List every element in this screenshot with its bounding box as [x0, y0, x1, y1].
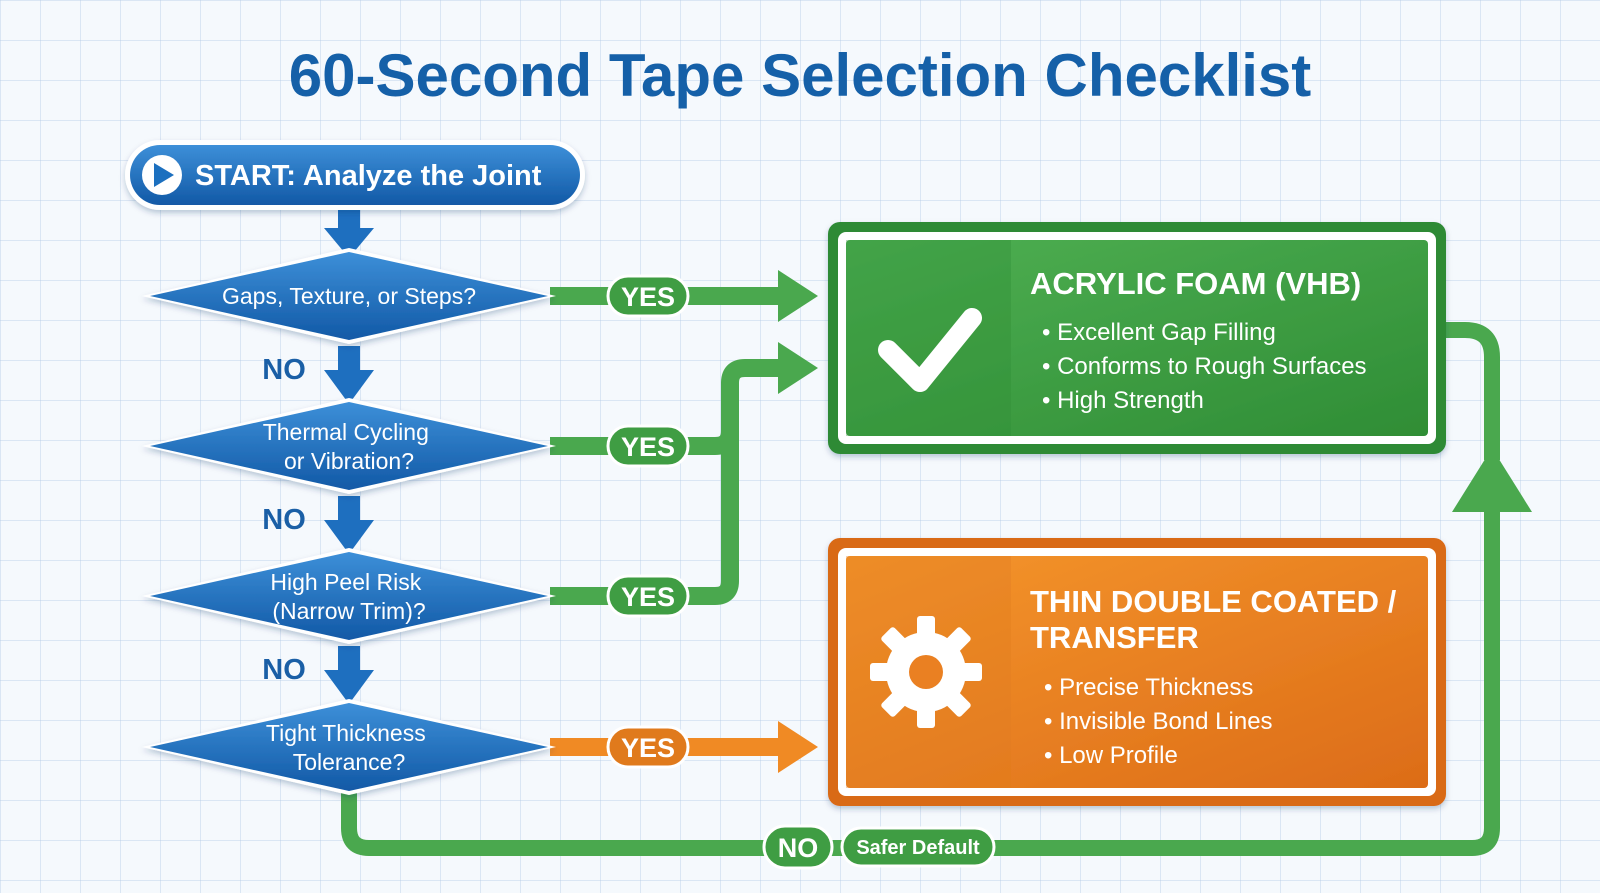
acrylic-bullet-1-text: Excellent Gap Filling: [1057, 319, 1276, 346]
no-label-2: NO: [262, 504, 306, 536]
acrylic-bullet-3-text: High Strength: [1057, 387, 1204, 414]
decision-2-line-2: or Vibration?: [284, 448, 414, 474]
result-acrylic-foam: ACRYLIC FOAM (VHB) • Excellent Gap Filli…: [828, 222, 1446, 454]
no-label-1: NO: [262, 354, 306, 386]
checkmark-icon: [878, 308, 982, 392]
result-thin-double-coated: THIN DOUBLE COATED / TRANSFER • Precise …: [828, 538, 1446, 806]
decision-3-line-2: (Narrow Trim)?: [272, 598, 425, 624]
thin-title: THIN DOUBLE COATED / TRANSFER: [1030, 584, 1405, 655]
down-arrow-2: [324, 496, 374, 554]
acrylic-bullet-1: • Excellent Gap Filling: [1042, 319, 1276, 346]
thin-bullet-3-text: Low Profile: [1059, 742, 1178, 769]
decision-3-text: High Peel Risk (Narrow Trim)?: [270, 569, 427, 624]
yes-badge-1-label: YES: [621, 282, 675, 312]
start-node: START: Analyze the Joint: [125, 140, 585, 210]
gear-icon: [870, 616, 982, 728]
safer-default-badge: Safer Default: [840, 826, 996, 868]
yes-badge-3: YES: [606, 574, 690, 618]
decision-4: Tight Thickness Tolerance?: [142, 699, 556, 795]
decision-4-line-2: Tolerance?: [293, 749, 406, 775]
acrylic-title: ACRYLIC FOAM (VHB): [1030, 266, 1361, 301]
down-arrows: [324, 206, 374, 704]
decision-1: Gaps, Texture, or Steps?: [142, 248, 556, 344]
yes-badge-2-label: YES: [621, 432, 675, 462]
yes-badge-3-label: YES: [621, 582, 675, 612]
no-label-3: NO: [262, 654, 306, 686]
yes-badge-2: YES: [606, 424, 690, 468]
decision-3-line-1: High Peel Risk: [270, 569, 421, 595]
decision-4-text: Tight Thickness Tolerance?: [266, 720, 432, 775]
down-arrow-start: [324, 206, 374, 258]
decision-4-line-1: Tight Thickness: [266, 720, 426, 746]
start-label: START: Analyze the Joint: [195, 160, 542, 192]
thin-bullet-1-text: Precise Thickness: [1059, 674, 1253, 701]
default-no-badge: NO: [762, 824, 834, 870]
acrylic-bullet-2: • Conforms to Rough Surfaces: [1042, 353, 1367, 380]
yes-badge-4-label: YES: [621, 733, 675, 763]
decision-2-line-1: Thermal Cycling: [263, 419, 429, 445]
yes-badge-4: YES: [606, 725, 690, 769]
thin-bullet-1: • Precise Thickness: [1044, 674, 1253, 701]
default-no-label: NO: [778, 833, 819, 863]
acrylic-bullet-2-text: Conforms to Rough Surfaces: [1057, 353, 1366, 380]
thin-bullet-3: • Low Profile: [1044, 742, 1178, 769]
page-title: 60-Second Tape Selection Checklist: [289, 42, 1312, 109]
down-arrow-1: [324, 346, 374, 404]
yes-badge-1: YES: [606, 274, 690, 318]
thin-bullet-2: • Invisible Bond Lines: [1044, 708, 1273, 735]
safer-default-label: Safer Default: [856, 837, 980, 859]
acrylic-bullet-3: • High Strength: [1042, 387, 1204, 414]
down-arrow-3: [324, 646, 374, 704]
yes-merge-connector: [550, 342, 818, 605]
decision-1-text: Gaps, Texture, or Steps?: [222, 283, 476, 309]
thin-bullet-2-text: Invisible Bond Lines: [1059, 708, 1272, 735]
decision-3: High Peel Risk (Narrow Trim)?: [142, 548, 556, 644]
thin-title-line-2: TRANSFER: [1030, 620, 1199, 655]
decision-1-line-1: Gaps, Texture, or Steps?: [222, 283, 476, 309]
play-icon: [142, 155, 182, 195]
decision-2: Thermal Cycling or Vibration?: [142, 398, 556, 494]
decision-2-text: Thermal Cycling or Vibration?: [263, 419, 436, 474]
thin-title-line-1: THIN DOUBLE COATED /: [1030, 584, 1397, 619]
